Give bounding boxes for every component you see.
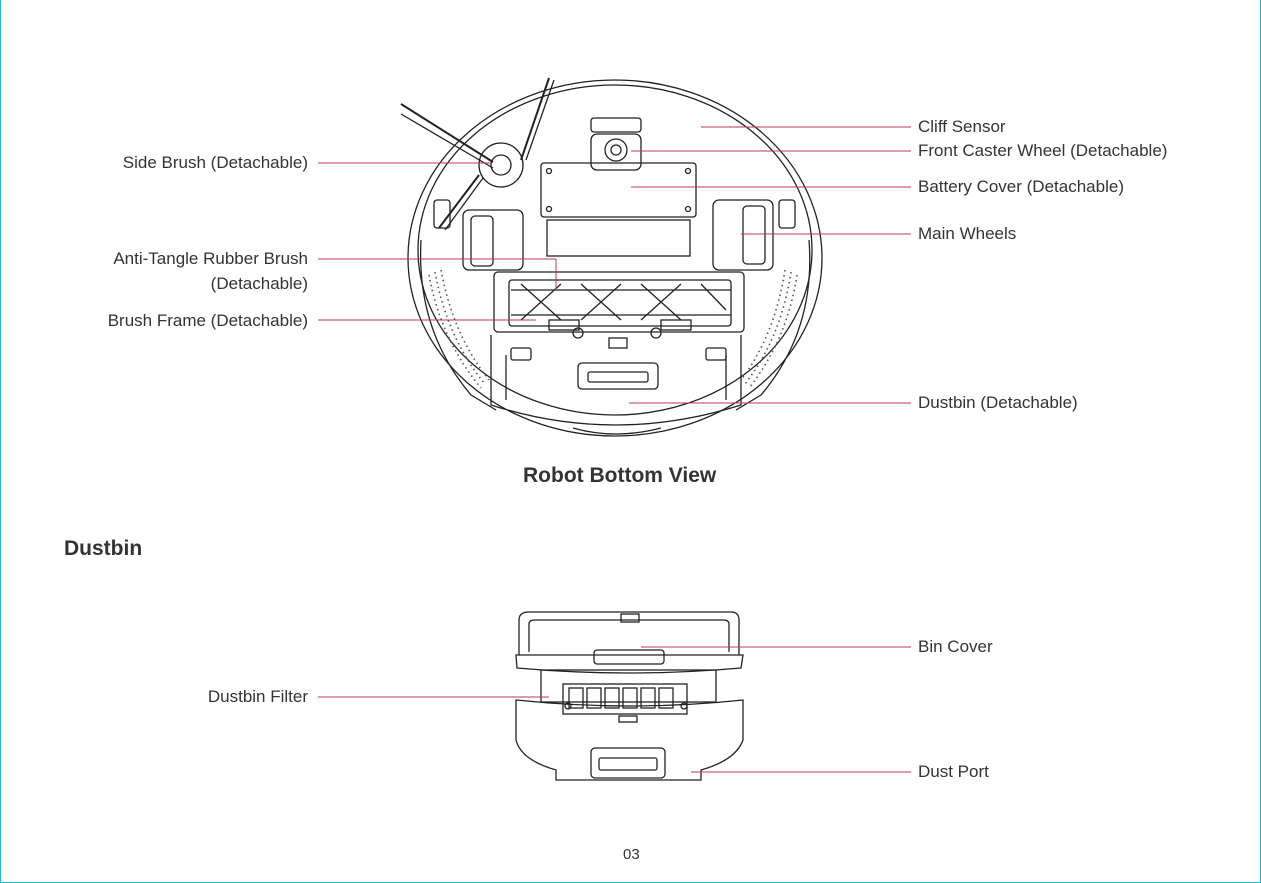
label-side-brush: Side Brush (Detachable)	[123, 153, 308, 173]
page-number: 03	[623, 846, 640, 863]
label-front-caster-wheel: Front Caster Wheel (Detachable)	[918, 141, 1167, 161]
label-battery-cover: Battery Cover (Detachable)	[918, 177, 1124, 197]
label-dust-port: Dust Port	[918, 762, 989, 782]
dustbin-drawing	[516, 612, 743, 780]
label-dustbin-filter: Dustbin Filter	[208, 687, 308, 707]
label-anti-tangle-brush: Anti-Tangle Rubber Brush (Detachable)	[113, 249, 308, 294]
robot-bottom-view-drawing	[401, 78, 822, 436]
dustbin-leader-lines	[318, 647, 911, 772]
dustbin-section-heading: Dustbin	[64, 537, 142, 561]
label-cliff-sensor: Cliff Sensor	[918, 117, 1006, 137]
label-dustbin: Dustbin (Detachable)	[918, 393, 1078, 413]
label-anti-tangle-line1: Anti-Tangle Rubber Brush	[113, 249, 308, 269]
robot-bottom-view-caption: Robot Bottom View	[523, 464, 716, 488]
label-brush-frame: Brush Frame (Detachable)	[108, 311, 308, 331]
label-bin-cover: Bin Cover	[918, 637, 993, 657]
label-anti-tangle-line2: (Detachable)	[113, 274, 308, 294]
label-main-wheels: Main Wheels	[918, 224, 1016, 244]
